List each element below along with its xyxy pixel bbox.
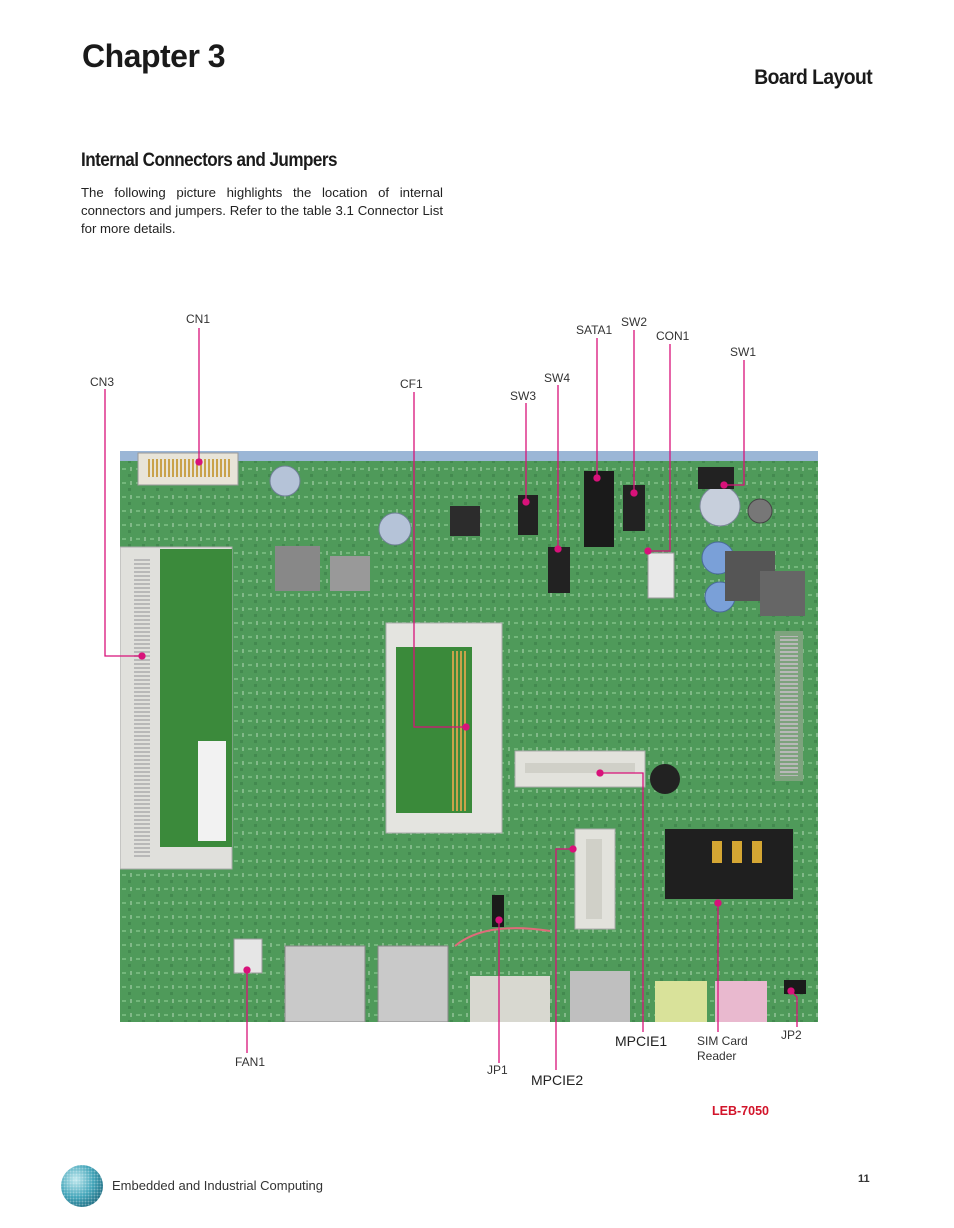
intro-paragraph: The following picture highlights the loc…: [81, 185, 443, 236]
label-sw2: SW2: [621, 315, 648, 329]
section-title: Board Layout: [754, 66, 872, 89]
board-model-label: LEB-7050: [712, 1104, 769, 1118]
page-number: 11: [858, 1173, 870, 1185]
label-sata1: SATA1: [576, 323, 613, 337]
label-jp2: JP2: [781, 1028, 802, 1042]
label-mpcie1: MPCIE1: [615, 1033, 668, 1049]
footer-company: Embedded and Industrial Computing: [112, 1178, 324, 1193]
chapter-title: Chapter 3: [82, 38, 226, 74]
board-photo: [120, 451, 818, 1022]
subheading: Internal Connectors and Jumpers: [81, 150, 338, 171]
label-sw4: SW4: [544, 371, 571, 385]
label-cf1: CF1: [400, 377, 423, 391]
label-jp1: JP1: [487, 1063, 508, 1077]
label-sim-reader: Reader: [697, 1049, 737, 1063]
label-sim-card: SIM Card: [697, 1034, 748, 1048]
label-sw3: SW3: [510, 389, 537, 403]
label-cn3: CN3: [90, 375, 115, 389]
company-logo-icon: [61, 1165, 103, 1207]
label-con1: CON1: [656, 329, 690, 343]
label-cn1: CN1: [186, 312, 211, 326]
label-sw1: SW1: [730, 345, 757, 359]
label-mpcie2: MPCIE2: [531, 1072, 584, 1088]
label-fan1: FAN1: [235, 1055, 266, 1069]
